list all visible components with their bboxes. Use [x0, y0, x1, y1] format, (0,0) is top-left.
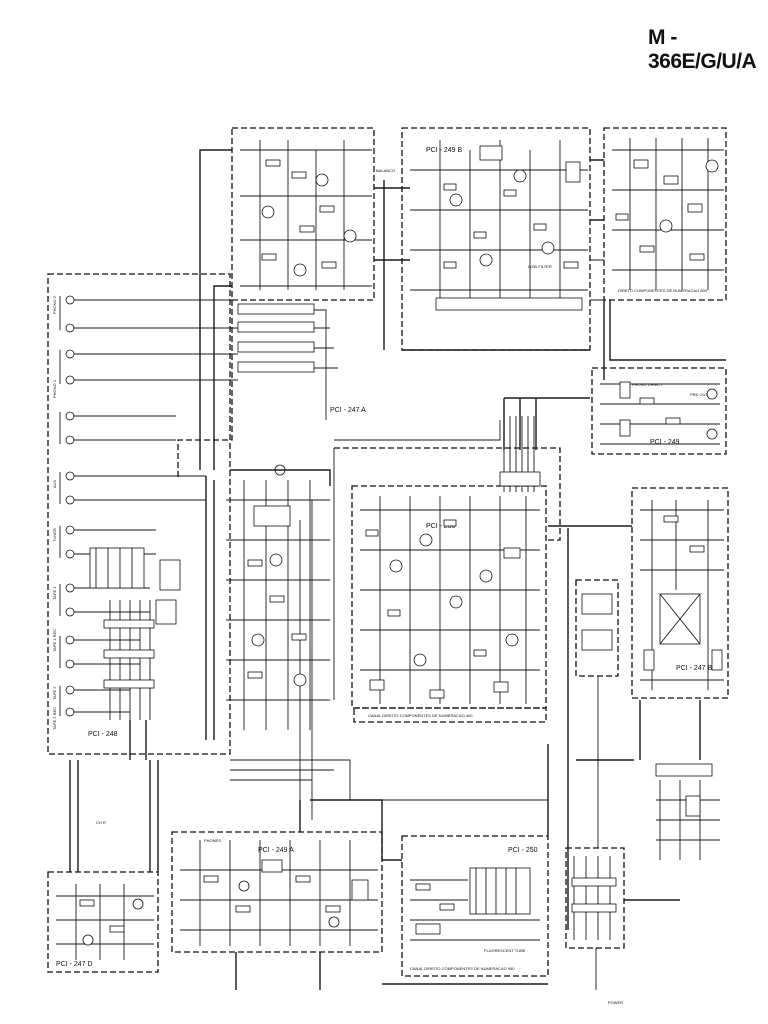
pci-248-circuit — [89, 476, 215, 760]
note-pci-250: CANAL DIREITO COMPONENTES DE NUMERACAO 9… — [410, 966, 515, 971]
label-pci-248: PCI - 248 — [88, 731, 118, 738]
transformer — [655, 763, 713, 777]
pci-upper-right-circuit — [590, 138, 726, 380]
pci-230-circuit — [360, 496, 540, 704]
board-pci-249b-right-outline — [603, 127, 727, 301]
label-pre-out: PRE OUT — [690, 392, 708, 397]
jack-label-0: PHONO 2 — [52, 295, 57, 314]
note-800: DIRETO COMPONENTES DE NUMERACAO 800 — [618, 288, 708, 293]
board-canal-strip — [353, 707, 547, 723]
board-select-outline — [575, 579, 619, 677]
board-power-switch-outline — [565, 847, 625, 949]
pci-247b-circuit — [548, 500, 724, 930]
label-pci-247d: PCI - 247 D — [56, 961, 93, 968]
selector-and-transformer — [581, 593, 720, 901]
jack-label-3: TUNER — [52, 528, 57, 542]
jack-label-4: TAPE 1 — [52, 586, 57, 600]
pci-250-circuit — [381, 744, 549, 985]
jack-label-1: PHONO 1 — [52, 379, 57, 398]
board-pci-248-outline — [47, 273, 231, 755]
fluorescent-display — [469, 867, 531, 915]
phono-selector-switch — [237, 303, 315, 315]
label-pci-249b: PCI - 249 B — [426, 147, 463, 154]
label-phones: PHONES — [204, 838, 221, 843]
board-pci-247a-lower-outline — [177, 300, 233, 480]
board-mid-outline — [334, 447, 561, 541]
signal-bus — [299, 416, 541, 820]
label-pci-247b: PCI - 247 B — [676, 665, 713, 672]
board-pci-230-outline — [351, 485, 547, 709]
board-pci-247d-outline — [47, 871, 159, 973]
jack-label-5: TAPE 1 REC — [52, 629, 57, 652]
label-phono-direct: PHONO DIRECT — [632, 382, 663, 387]
board-labels: PCI - 249 B PCI - 247 A PCI - 248 PCI - … — [56, 147, 713, 1005]
model-code: M - 366E/G/U/A — [648, 26, 757, 73]
jack-label-6: TAPE 2 — [52, 686, 57, 700]
power-switch-circuit — [571, 856, 617, 990]
label-balance: BALANCO — [376, 168, 395, 173]
label-pci-250: PCI - 250 — [508, 847, 538, 854]
jack-label-2: AUX — [52, 479, 57, 488]
board-pci-247a-outline — [231, 127, 375, 301]
label-power: POWER — [608, 1000, 623, 1005]
preout-board-circuit — [503, 381, 720, 450]
board-preout-outline — [591, 367, 727, 455]
pci-247d-circuit — [56, 760, 159, 960]
note-pci-230: CANAL DIREITO COMPONENTES DE NUMERACAO 4… — [368, 713, 473, 718]
pci-249b-circuit — [374, 140, 590, 351]
label-pci-249a: PCI - 249 A — [258, 847, 294, 854]
board-outlines — [47, 127, 729, 977]
jack-label-7: TAPE 2 REC — [52, 707, 57, 730]
label-pci-230: PCI - 230 — [426, 523, 456, 530]
label-pci-249c: PCI - 249 — [650, 439, 680, 446]
label-fluorescent: FLUORESCENT TUBE — [484, 948, 526, 953]
label-low-filter: LOW FILTER — [528, 264, 552, 269]
pci-247a-circuit — [178, 140, 372, 470]
board-pci-249a-outline — [171, 831, 383, 953]
board-pci-250-outline — [401, 835, 549, 977]
interconnect-wires — [230, 259, 604, 801]
label-ch-r: CH R — [96, 820, 106, 825]
board-pci-249b-outline — [401, 127, 591, 351]
preamp-channel-circuit — [226, 464, 331, 730]
board-pci-247b-outline — [631, 487, 729, 699]
pci-249a-circuit — [180, 799, 383, 990]
label-pci-247a: PCI - 247 A — [330, 407, 366, 414]
